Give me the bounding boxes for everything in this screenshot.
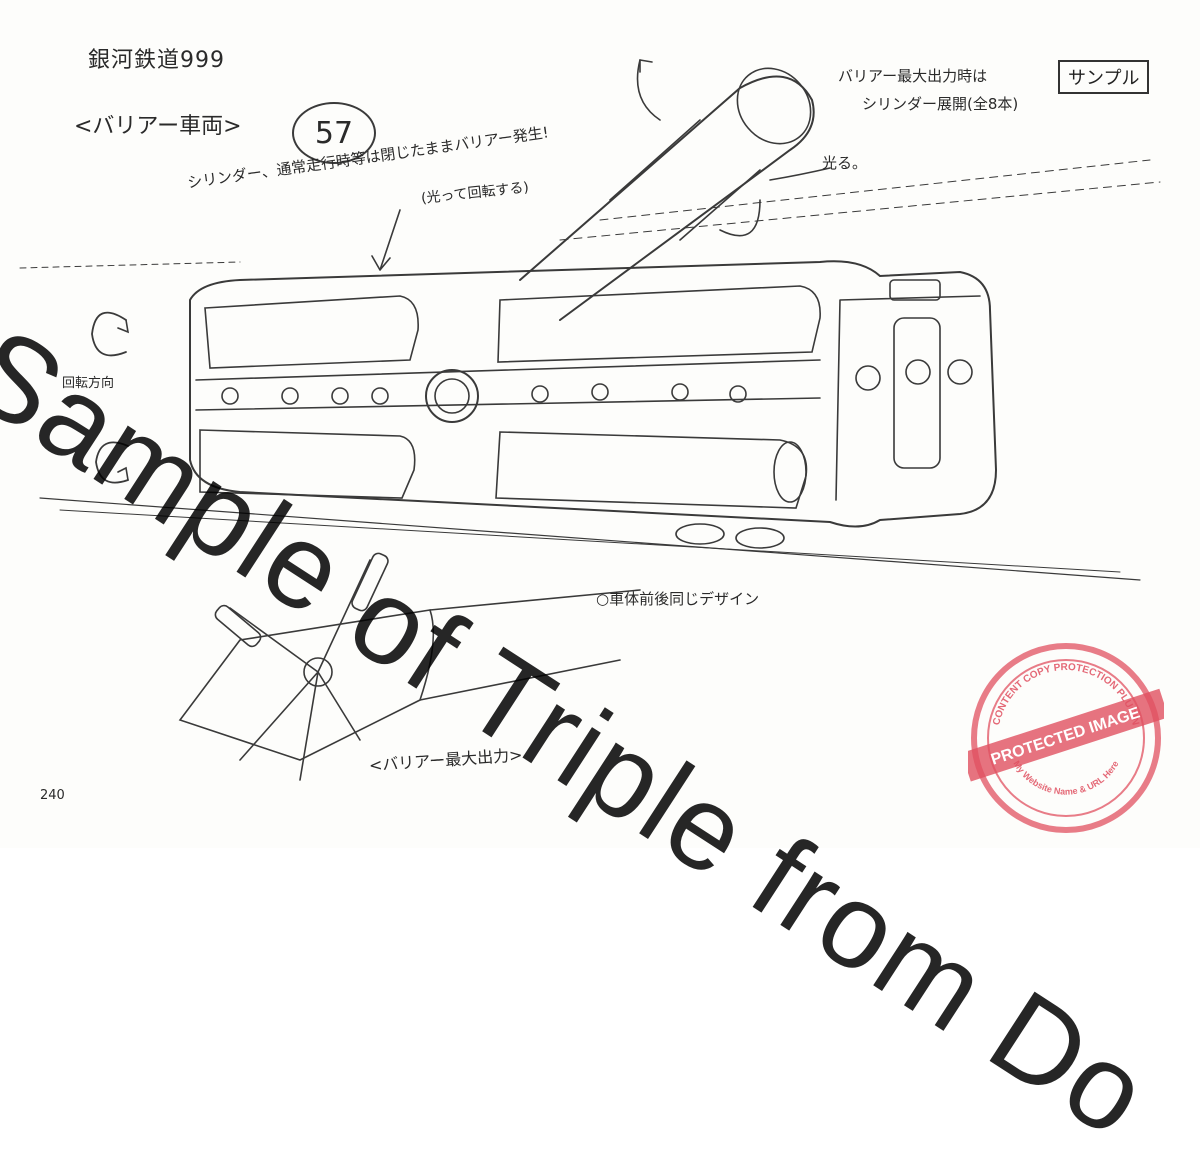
- max-output-note-line2: シリンダー展開(全8本): [862, 95, 1019, 113]
- sample-label: サンプル: [1058, 60, 1150, 94]
- sketch-sheet: 銀河鉄道999 <バリアー車両> 57 バリアー最大出力時は シリンダー展開(全…: [0, 48, 1173, 1164]
- rotation-note: 回転方向: [62, 376, 115, 391]
- subtitle-text: <バリアー車両>: [74, 114, 242, 139]
- stamp-center-text: PROTECTED IMAGE: [989, 704, 1143, 768]
- title-text: 銀河鉄道999: [88, 48, 225, 73]
- max-output-note-line1: バリアー最大出力時は: [838, 67, 988, 85]
- svg-text:My Website Name & URL Here: My Website Name & URL Here: [1011, 759, 1120, 797]
- code-circle: 57: [292, 102, 376, 164]
- train-sketch: [19, 59, 1161, 781]
- protection-stamp: CONTENT COPY PROTECTION PLUGIN PROTECTED…: [968, 643, 1164, 833]
- page-number: 240: [40, 788, 65, 803]
- stamp-ring-bottom: My Website Name & URL Here: [1011, 759, 1120, 797]
- design-note: ○車体前後同じデザイン: [596, 590, 760, 608]
- glow-note: 光る。: [822, 154, 868, 172]
- max-output-note: バリアー最大出力時は シリンダー展開(全8本): [838, 62, 1018, 118]
